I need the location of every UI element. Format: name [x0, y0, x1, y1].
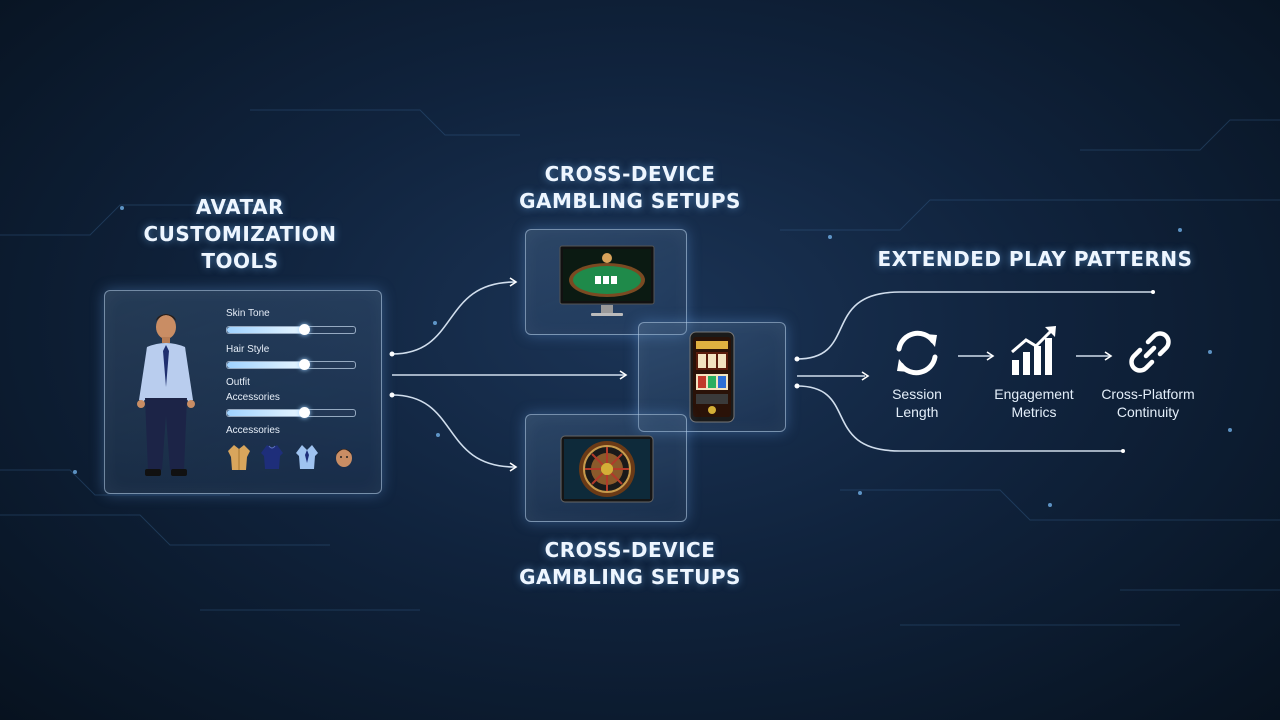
desktop-device-card[interactable] [525, 229, 687, 335]
hair-style-slider[interactable] [226, 359, 356, 370]
bar-chart-growth-icon [1011, 326, 1056, 375]
desktop-poker-monitor-icon [559, 245, 655, 316]
accessories-slider-label: Accessories [226, 392, 280, 403]
outfit-label: Outfit [226, 377, 250, 388]
devices-top-title: CROSS-DEVICE GAMBLING SETUPS [519, 162, 741, 213]
accessories-label: Accessories [226, 425, 280, 436]
skin-tone-label: Skin Tone [226, 308, 270, 319]
accessories-slider-knob[interactable] [298, 407, 310, 418]
hair-style-slider-fill [227, 362, 304, 368]
mobile-device-card[interactable] [638, 322, 786, 432]
devices-bottom-title: CROSS-DEVICE GAMBLING SETUPS [519, 538, 741, 589]
avatar-figure [137, 314, 195, 476]
accessories-slider[interactable] [226, 407, 356, 418]
session-length-label: Session Length [892, 386, 942, 420]
refresh-cycle-icon [896, 330, 938, 376]
cross-platform-continuity-label: Cross-Platform Continuity [1101, 386, 1195, 420]
sweater-icon[interactable] [260, 443, 284, 471]
chain-link-icon [1129, 331, 1171, 373]
face-icon[interactable] [333, 444, 355, 470]
avatar-section-title: AVATAR CUSTOMIZATION TOOLS [143, 195, 337, 273]
accessories-slider-fill [227, 410, 304, 416]
shirt-icon[interactable] [295, 443, 319, 471]
tablet-roulette-icon [560, 435, 654, 503]
mobile-slot-machine-icon [689, 331, 735, 423]
skin-tone-slider-fill [227, 327, 304, 333]
patterns-section-title: EXTENDED PLAY PATTERNS [877, 247, 1193, 271]
skin-tone-slider[interactable] [226, 324, 356, 335]
hair-style-label: Hair Style [226, 344, 270, 355]
skin-tone-slider-knob[interactable] [298, 324, 310, 335]
jacket-icon[interactable] [227, 443, 251, 471]
avatar-customization-panel: Skin Tone Hair Style Outfit Accessories … [104, 290, 382, 494]
engagement-metrics-label: Engagement Metrics [994, 386, 1074, 420]
hair-style-slider-knob[interactable] [298, 359, 310, 370]
tablet-device-card[interactable] [525, 414, 687, 522]
